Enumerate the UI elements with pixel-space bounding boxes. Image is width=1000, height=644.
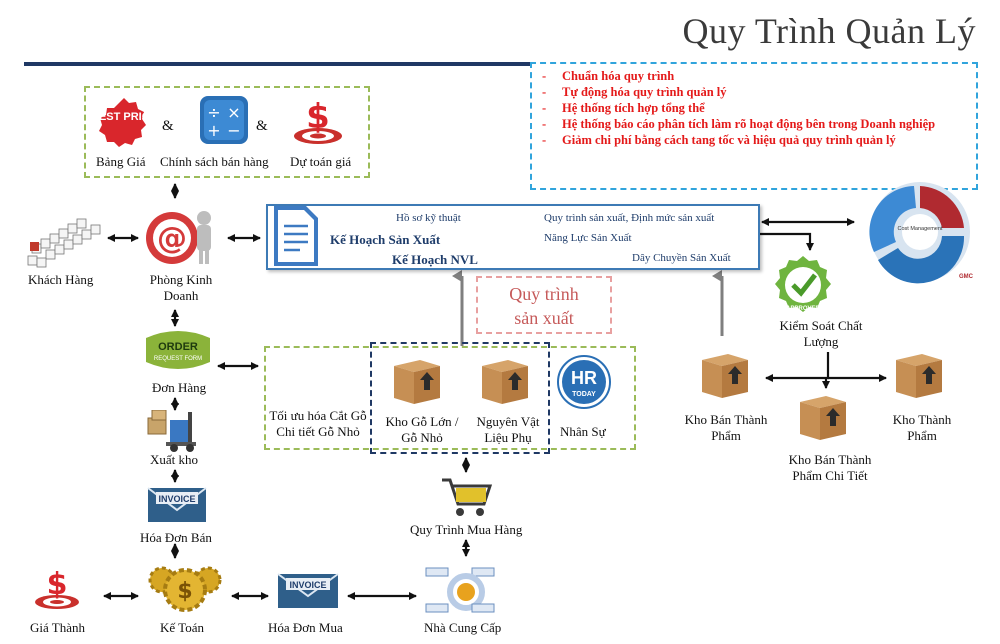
purchase-invoice-label: Hóa Đơn Mua bbox=[268, 620, 343, 635]
benefit-item: Hệ thống tích hợp tổng thể bbox=[540, 100, 976, 116]
cycle-center-text: Cost Management bbox=[898, 226, 943, 232]
best-price-text: BEST PRICE bbox=[96, 111, 152, 123]
semi-finished-detail-label: Kho Bán Thành Phẩm Chi Tiết bbox=[788, 452, 872, 483]
svg-text:+: + bbox=[207, 121, 220, 140]
benefit-item: Hệ thống báo cáo phân tích làm rõ hoạt đ… bbox=[540, 116, 962, 132]
production-process-text: Quy trình sản xuất, Định mức sản xuất bbox=[544, 212, 715, 224]
production-process-line2: sản xuất bbox=[514, 308, 574, 328]
svg-text:INVOICE: INVOICE bbox=[289, 580, 326, 590]
materials-label: Nguyên Vật Liệu Phụ bbox=[476, 414, 540, 445]
svg-text:$: $ bbox=[177, 579, 192, 604]
supplier-label: Nhà Cung Cấp bbox=[424, 620, 502, 635]
cost-price-label: Giá Thành bbox=[30, 620, 85, 635]
inventory-box-icon bbox=[482, 360, 528, 404]
optimize-label: Tối ưu hóa Cắt Gỗ Chi tiết Gỗ Nhỏ bbox=[269, 408, 367, 439]
capacity-text: Năng Lực Sản Xuất bbox=[544, 232, 632, 244]
gears-dollar-icon: $ bbox=[148, 566, 222, 612]
crossword-icon bbox=[27, 218, 101, 268]
benefits-list: Chuẩn hóa quy trình Tự động hóa quy trìn… bbox=[532, 68, 976, 148]
finished-label: Kho Thành Phẩm bbox=[892, 412, 952, 443]
customer-label: Khách Hàng bbox=[28, 272, 94, 287]
order-badge-text: ORDER bbox=[158, 341, 198, 353]
hr-badge-sub: TODAY bbox=[572, 391, 596, 398]
cost-management-cycle-icon: Cost Management GMC bbox=[869, 182, 974, 284]
svg-text:$: $ bbox=[306, 97, 330, 137]
inventory-box-icon bbox=[394, 360, 440, 404]
svg-text:@: @ bbox=[157, 221, 187, 256]
hr-badge-text: HR bbox=[571, 368, 597, 388]
amp-symbol: & bbox=[162, 118, 174, 134]
benefits-panel: Chuẩn hóa quy trình Tự động hóa quy trìn… bbox=[530, 62, 978, 190]
benefit-item: Giảm chi phí bằng cách tang tốc và hiệu … bbox=[540, 132, 976, 148]
order-label: Đơn Hàng bbox=[152, 380, 207, 395]
sales-invoice-label: Hóa Đơn Bán bbox=[140, 530, 212, 545]
production-plan-panel: Hồ sơ kỹ thuật Quy trình sản xuất, Định … bbox=[266, 204, 760, 270]
material-plan-title: Kế Hoạch NVL bbox=[392, 252, 478, 267]
hr-label: Nhân Sự bbox=[560, 424, 606, 439]
wood-store-label: Kho Gỗ Lớn / Gỗ Nhỏ bbox=[385, 414, 459, 445]
qc-label: Kiểm Soát Chất Lượng bbox=[779, 318, 863, 349]
production-group bbox=[264, 346, 636, 450]
document-icon bbox=[274, 206, 318, 266]
cycle-brand: GMC bbox=[959, 274, 974, 280]
invoice-envelope-icon: INVOICE bbox=[277, 573, 339, 608]
production-line-text: Dây Chuyền Sản Xuất bbox=[632, 252, 731, 264]
arrow-plan-qc bbox=[760, 232, 814, 251]
tech-docs-text: Hồ sơ kỹ thuật bbox=[396, 212, 461, 224]
inventory-box-icon bbox=[702, 354, 748, 398]
svg-text:×: × bbox=[227, 103, 240, 122]
page-title: Quy Trình Quản Lý bbox=[682, 11, 976, 51]
hr-today-icon: HR TODAY bbox=[557, 355, 611, 409]
inventory-box-icon bbox=[800, 396, 846, 440]
production-process-box: Quy trình sản xuất bbox=[476, 276, 612, 334]
warehouse-highlight bbox=[370, 342, 550, 454]
arrow-qc-semi bbox=[765, 352, 830, 382]
pricing-group bbox=[84, 86, 370, 178]
forklift-icon bbox=[147, 410, 196, 452]
benefit-item: Tự động hóa quy trình quản lý bbox=[540, 84, 976, 100]
price-list-label: Bảng Giá bbox=[96, 154, 146, 169]
production-process-line1: Quy trình bbox=[509, 284, 579, 304]
qc-badge-text: APPROVED bbox=[786, 306, 820, 312]
purchase-process-label: Quy Trình Mua Hàng bbox=[410, 522, 523, 537]
amp-symbol: & bbox=[256, 118, 268, 134]
calculator-icon: ÷ × + − bbox=[200, 96, 248, 144]
sales-policy-label: Chính sách bán hàng bbox=[160, 154, 269, 169]
dollar-target-icon: $ bbox=[35, 567, 79, 609]
best-price-icon: BEST PRICE bbox=[96, 98, 152, 147]
accounting-label: Kế Toán bbox=[160, 620, 204, 635]
production-plan-title: Kế Hoạch Sản Xuất bbox=[330, 232, 441, 247]
title-rule bbox=[24, 62, 976, 66]
svg-text:÷: ÷ bbox=[207, 103, 220, 122]
svg-text:$: $ bbox=[47, 567, 68, 602]
sales-dept-label: Phòng Kinh Doanh bbox=[149, 272, 213, 303]
invoice-envelope-icon: INVOICE bbox=[147, 487, 207, 522]
semi-finished-label: Kho Bán Thành Phẩm bbox=[684, 412, 768, 443]
quality-approved-icon: APPROVED bbox=[775, 256, 831, 312]
supplier-cycle-icon bbox=[425, 567, 495, 613]
email-at-icon: @ bbox=[146, 211, 211, 264]
order-badge-sub: REQUEST FORM bbox=[154, 356, 202, 362]
warehouse-out-label: Xuất kho bbox=[150, 452, 199, 467]
svg-text:−: − bbox=[227, 121, 240, 140]
benefit-item: Chuẩn hóa quy trình bbox=[540, 68, 976, 84]
order-badge-icon: ORDER REQUEST FORM bbox=[146, 331, 210, 369]
dollar-target-icon: $ bbox=[294, 97, 342, 144]
invoice-badge-text: INVOICE bbox=[158, 494, 195, 504]
price-estimate-label: Dự toán giá bbox=[290, 154, 352, 169]
inventory-box-icon bbox=[896, 354, 942, 398]
shopping-cart-icon bbox=[442, 478, 493, 516]
